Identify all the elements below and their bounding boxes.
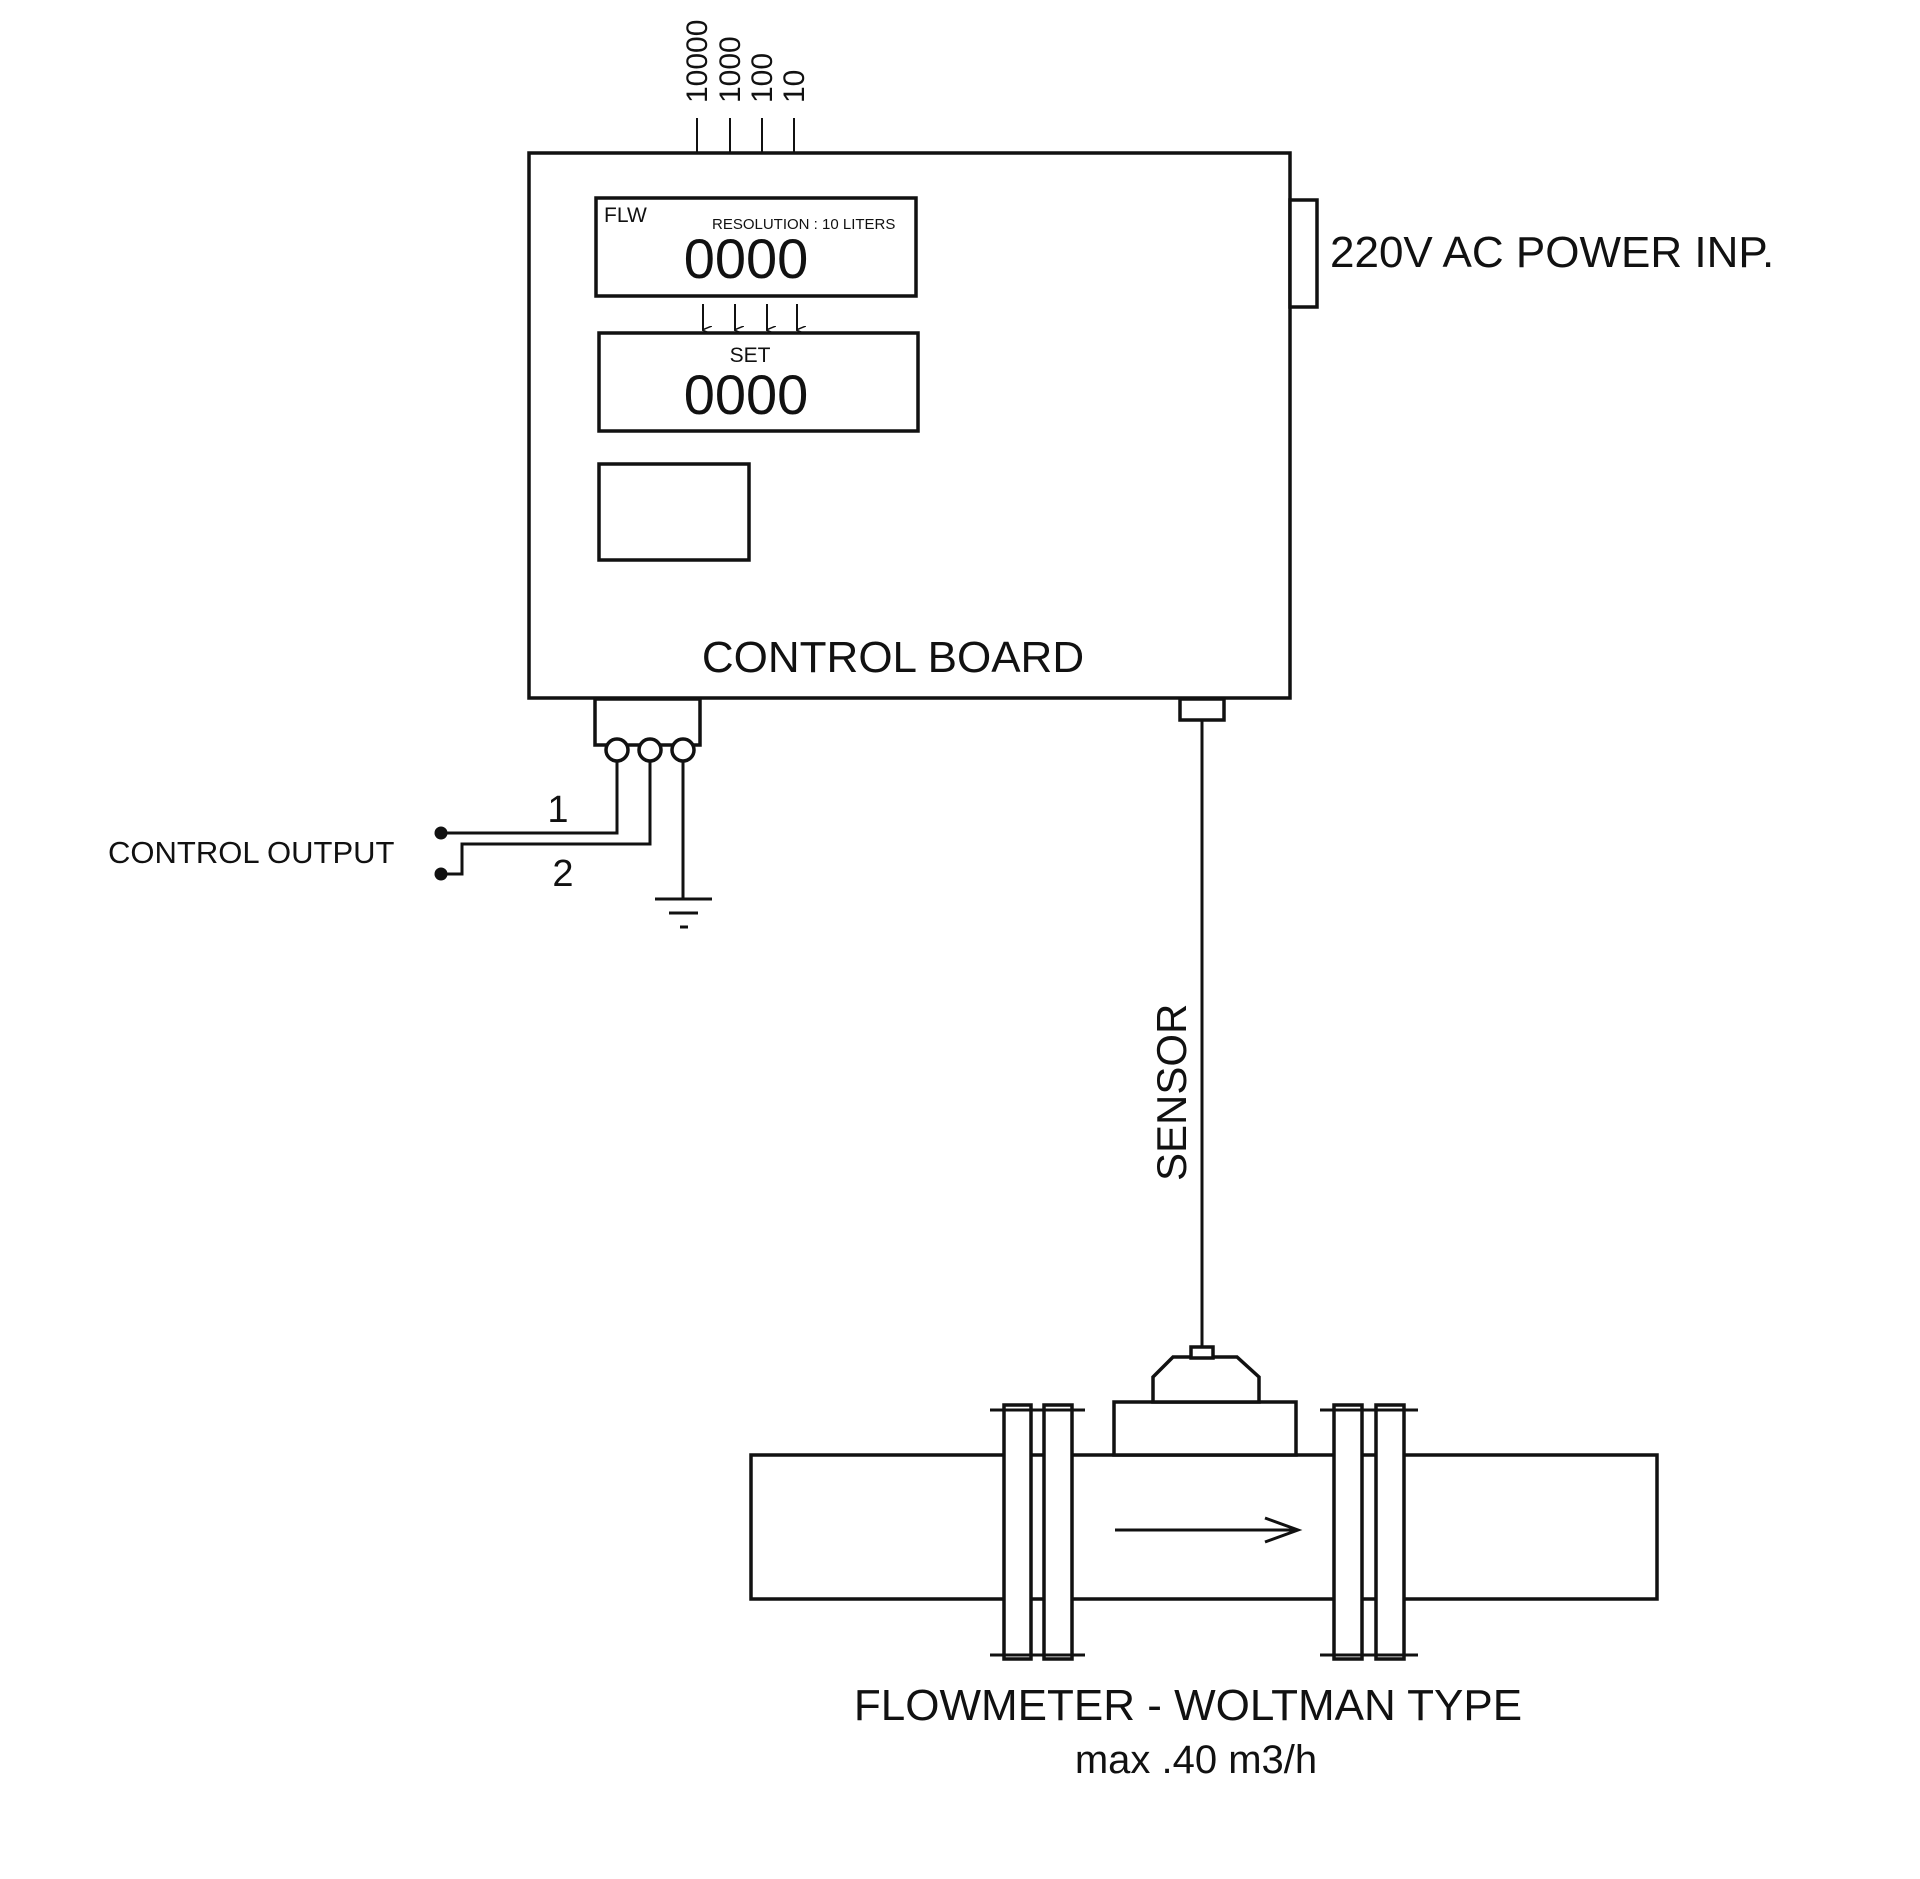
sensor-label: SENSOR — [1148, 1004, 1195, 1181]
terminal-screw-icon — [604, 737, 630, 763]
digit-weight-1000: 1000 — [714, 36, 747, 103]
flow-direction-arrow-icon — [1115, 1516, 1303, 1544]
flowmeter-title: FLOWMETER - WOLTMAN TYPE — [854, 1681, 1522, 1730]
flowmeter — [749, 1345, 1659, 1661]
power-connector — [1288, 198, 1319, 309]
flw-value: 0000 — [684, 227, 809, 290]
power-input-label: 220V AC POWER INP. — [1330, 228, 1774, 277]
set-mode-label: SET — [730, 344, 771, 367]
digit-weight-labels: 10000 1000 100 10 — [681, 20, 811, 103]
digit-weight-10000: 10000 — [681, 20, 714, 103]
set-value: 0000 — [684, 363, 809, 426]
pipe — [749, 1453, 1659, 1601]
sensor-head — [1151, 1355, 1261, 1404]
flw-display: FLW RESOLUTION : 10 LITERS 0000 — [594, 196, 918, 298]
ground-icon — [655, 897, 712, 929]
terminal-2-label: 2 — [552, 853, 573, 895]
digit-weight-100: 100 — [746, 53, 779, 103]
terminal-1-label: 1 — [547, 789, 568, 831]
flw-mode-label: FLW — [604, 204, 647, 227]
meter-body — [1112, 1400, 1298, 1457]
terminal-screw-icon — [670, 737, 696, 763]
digit-set-arrows-middle — [702, 304, 797, 330]
output-terminal-block — [593, 697, 702, 763]
flowmeter-spec: max .40 m3/h — [1075, 1738, 1317, 1782]
set-display: SET 0000 — [597, 331, 920, 433]
control-board-label: CONTROL BOARD — [702, 633, 1084, 682]
flw-resolution-label: RESOLUTION : 10 LITERS — [712, 216, 895, 233]
control-output-wiring — [434, 761, 685, 898]
right-flange — [1320, 1403, 1418, 1661]
sensor-connector — [1178, 697, 1226, 722]
digit-weight-10: 10 — [778, 70, 811, 103]
control-output-label: CONTROL OUTPUT — [108, 835, 395, 870]
blank-panel — [597, 462, 751, 562]
left-flange — [990, 1403, 1085, 1661]
terminal-screw-icon — [637, 737, 663, 763]
